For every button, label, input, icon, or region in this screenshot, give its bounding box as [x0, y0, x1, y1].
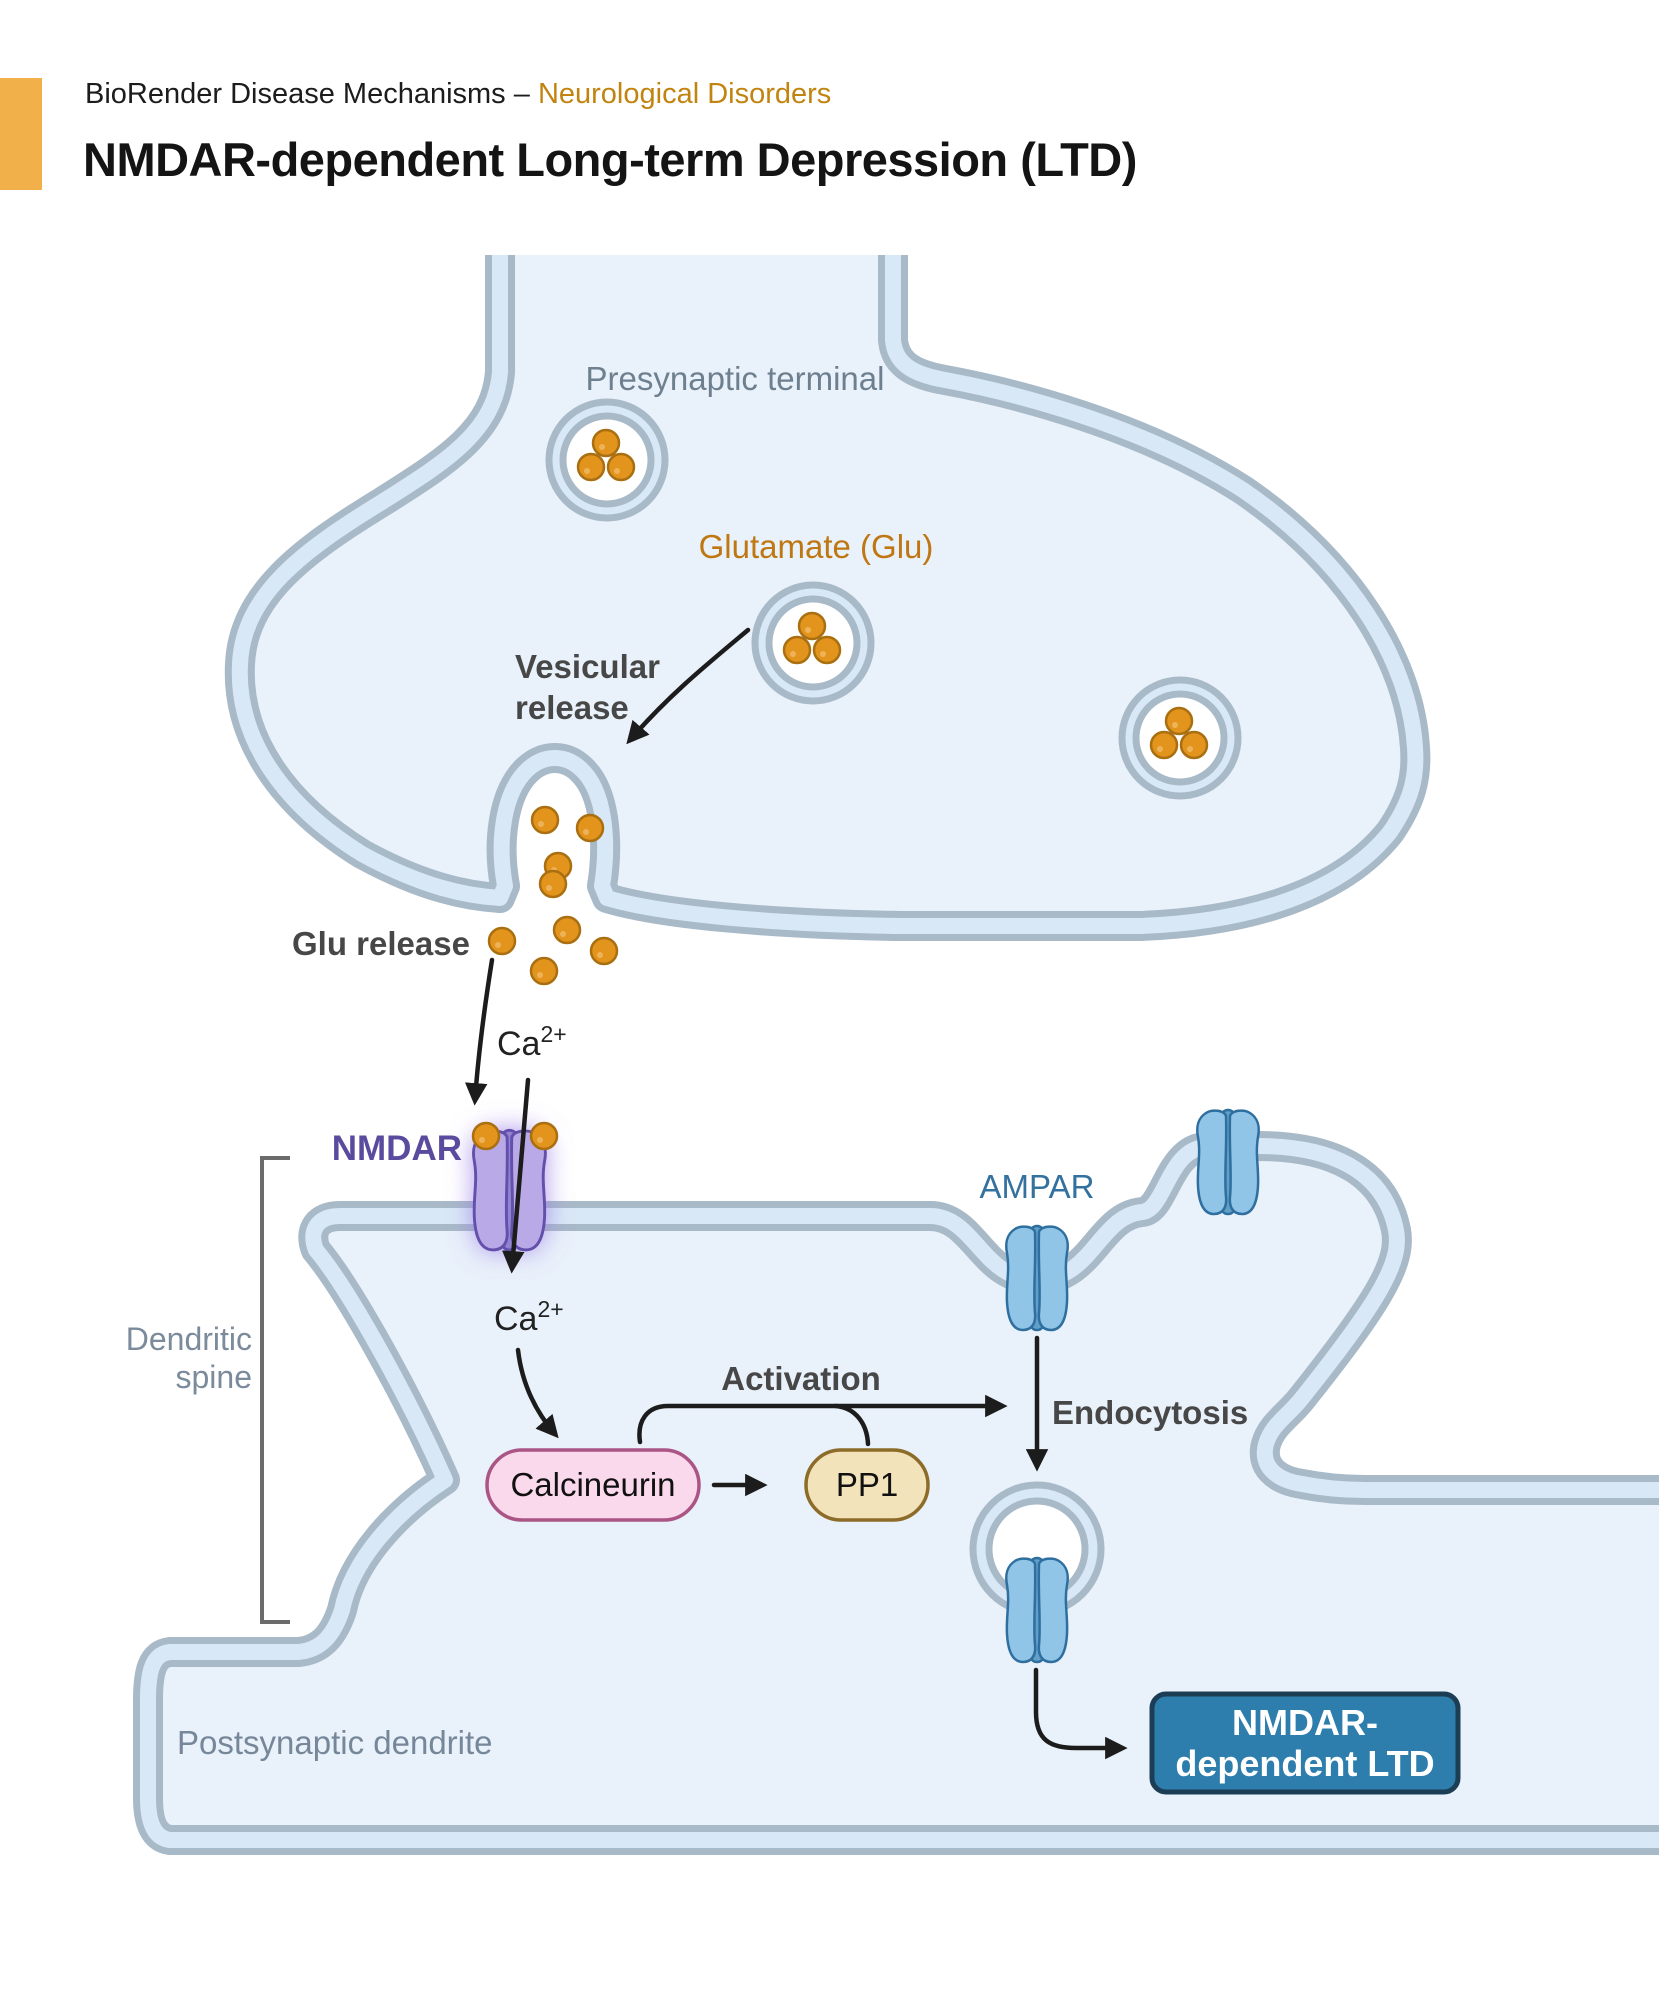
- glutamate-bound-dot: [529, 1121, 559, 1151]
- ampar-channel-icon: [1196, 1108, 1260, 1216]
- glutamate-label: Glutamate (Glu): [699, 528, 934, 565]
- ampar-label: AMPAR: [980, 1168, 1095, 1205]
- ca-superscript: 2+: [540, 1021, 566, 1047]
- pp1-node: PP1: [804, 1448, 930, 1522]
- synaptic-vesicle-icon: [751, 581, 875, 705]
- series-tagline: BioRender Disease Mechanisms – Neurologi…: [85, 78, 831, 110]
- glutamate-dots: [487, 805, 619, 986]
- series-tagline-prefix: BioRender Disease Mechanisms –: [85, 78, 538, 110]
- brand-logo-square: [0, 78, 42, 190]
- ca-to-calcineurin-arrow: [515, 1347, 559, 1439]
- ca-superscript: 2+: [537, 1296, 563, 1322]
- glutamate-bound-dot: [471, 1121, 501, 1151]
- ca-label-cleft: Ca2+: [497, 1021, 567, 1063]
- ca-influx-arrow: [502, 1077, 531, 1274]
- nmdar-label: NMDAR: [332, 1129, 462, 1168]
- pp1-label: PP1: [836, 1466, 898, 1503]
- endocytosis-label: Endocytosis: [1052, 1394, 1248, 1431]
- calcineurin-label: Calcineurin: [510, 1466, 675, 1503]
- synaptic-vesicle-icon: [545, 398, 669, 522]
- vesicular-release-arrow: [626, 627, 751, 745]
- dendritic-spine-label-line2: spine: [176, 1359, 253, 1395]
- glu-release-label: Glu release: [292, 925, 470, 962]
- pp1-activation-branch: [833, 1403, 871, 1447]
- page-title: NMDAR-dependent Long-term Depression (LT…: [83, 133, 1137, 186]
- ltd-box-label-line1: NMDAR-: [1232, 1702, 1378, 1743]
- endocytosed-vesicle-icon: [969, 1481, 1105, 1664]
- dendritic-spine-bracket: [260, 1156, 290, 1624]
- ltd-box-label-line2: dependent LTD: [1175, 1743, 1434, 1784]
- synaptic-vesicle-icon: [1118, 676, 1242, 800]
- vesicular-release-label-line1: Vesicular: [515, 648, 660, 685]
- ca-base: Ca: [497, 1025, 541, 1063]
- ca-base: Ca: [494, 1300, 538, 1338]
- glu-to-nmdar-arrow: [464, 957, 495, 1106]
- ca-label-cytosol: Ca2+: [494, 1296, 564, 1338]
- ltd-outcome-box: NMDAR- dependent LTD: [1149, 1691, 1461, 1795]
- ampar-channel-icon: [1005, 1224, 1069, 1332]
- vesicle-to-ltd-arrow: [1033, 1667, 1128, 1760]
- vesicular-release-label-line2: release: [515, 689, 629, 726]
- calcineurin-node: Calcineurin: [485, 1448, 701, 1522]
- activation-arrow: [637, 1394, 1008, 1445]
- postsynaptic-dendrite-label: Postsynaptic dendrite: [177, 1724, 493, 1761]
- series-tagline-highlight: Neurological Disorders: [538, 78, 831, 110]
- dendritic-spine-label-line1: Dendritic: [126, 1321, 252, 1357]
- presynaptic-terminal-label: Presynaptic terminal: [586, 360, 885, 397]
- activation-label: Activation: [721, 1360, 881, 1397]
